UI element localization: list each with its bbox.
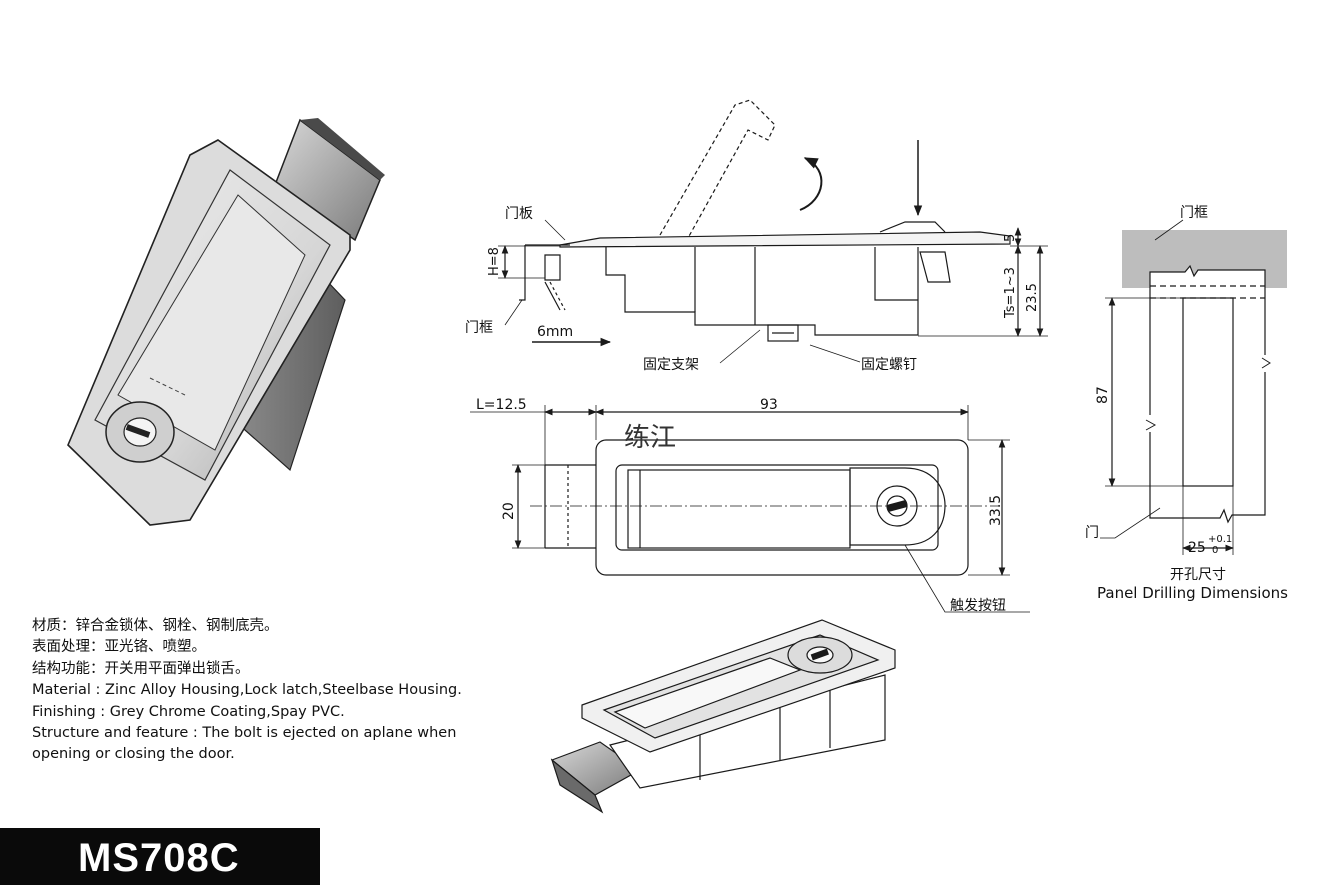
dim-93: 93 [760,397,778,413]
dim-5: 5 [1003,234,1018,242]
cutout-labels: 门框 门 87 25 +0.1 0 开孔尺寸 Panel Drilling Di… [1085,205,1288,602]
dim-l: L=12.5 [476,397,527,413]
spec-finish-cn: 表面处理：亚光铬、喷塑。 [32,639,206,656]
label-screw: 固定螺钉 [861,357,917,373]
dim-33-5: 33.5 [988,495,1004,526]
model-number: MS708C [78,836,240,880]
side-view-labels: 门板 门框 H=8 6mm 固定支架 固定螺钉 5 Ts=1~3 23.5 [465,206,1040,373]
model-label-bar [0,828,320,885]
watermark: 练江 [624,423,676,453]
latch-3d-view [67,118,385,526]
panel-cutout-view [1100,219,1287,555]
label-door-frame-right: 门框 [1180,205,1208,221]
spec-material-en: Material : Zinc Alloy Housing,Lock latch… [32,682,462,699]
dim-23-5: 23.5 [1025,283,1040,312]
label-trigger: 触发按钮 [950,598,1006,614]
spec-finish-en: Finishing : Grey Chrome Coating,Spay PVC… [32,703,345,720]
dim-25: 25 [1188,540,1206,556]
spec-block: 材质：锌合金锁体、钢栓、钢制底壳。 表面处理：亚光铬、喷塑。 结构功能：开关用平… [32,616,472,766]
spec-structure-en: Structure and feature : The bolt is ejec… [32,725,457,763]
dim-20: 20 [501,502,517,520]
label-door-panel: 门板 [505,206,533,222]
latch-3d-view-bottom [550,619,896,814]
label-door: 门 [1085,525,1099,541]
spec-material-cn: 材质：锌合金锁体、钢栓、钢制底壳。 [32,618,279,634]
front-view-labels: L=12.5 93 20 33.5 练江 触发按钮 [476,397,1006,614]
dim-87: 87 [1095,386,1111,404]
tol-lower: 0 [1212,545,1218,556]
dim-ts: Ts=1~3 [1003,267,1018,319]
cutout-title-en: Panel Drilling Dimensions [1097,584,1288,602]
front-view [470,405,1030,613]
side-section-view [498,99,1048,364]
tol-upper: +0.1 [1208,534,1232,545]
label-bracket: 固定支架 [643,357,699,373]
label-travel: 6mm [537,324,573,340]
label-door-frame-left: 门框 [465,320,493,336]
cutout-title-cn: 开孔尺寸 [1170,567,1226,583]
dim-h8: H=8 [487,247,502,276]
spec-function-cn: 结构功能：开关用平面弹出锁舌。 [32,660,250,677]
